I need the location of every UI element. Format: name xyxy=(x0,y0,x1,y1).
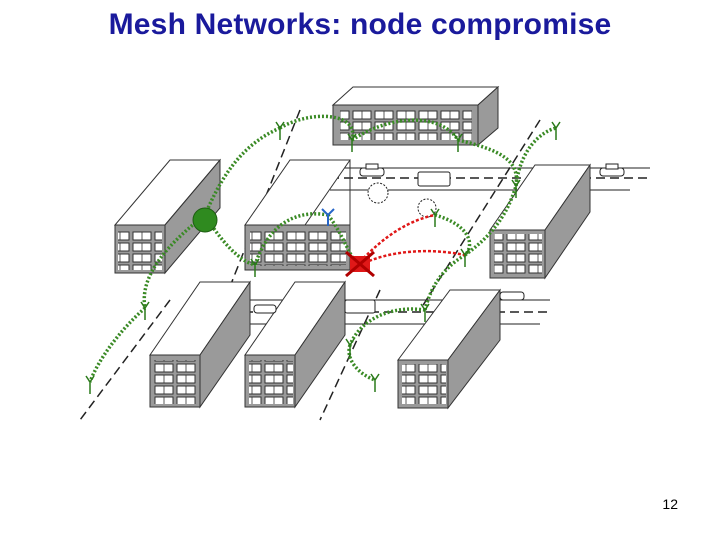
car-icon xyxy=(499,291,525,301)
gateway-node-icon xyxy=(192,207,218,233)
car-icon xyxy=(599,163,625,177)
antenna-node-icon xyxy=(85,121,561,394)
page-number: 12 xyxy=(662,496,678,512)
target-node-icon xyxy=(321,208,335,226)
building-bottom-left xyxy=(149,280,251,409)
slide-title: Mesh Networks: node compromise xyxy=(108,8,612,41)
van-icon xyxy=(417,171,451,187)
car-icon xyxy=(359,163,385,177)
building-center xyxy=(244,159,351,271)
building-left-top xyxy=(113,158,222,275)
building-right xyxy=(489,163,591,280)
tree-icon xyxy=(417,198,437,218)
building-top-center xyxy=(331,85,500,147)
compromised-links xyxy=(359,213,466,267)
car-icon xyxy=(253,304,277,314)
tree-icon xyxy=(367,182,389,204)
van-icon xyxy=(344,299,376,314)
compromised-node-icon xyxy=(345,250,375,278)
building-bottom-center xyxy=(244,280,346,409)
building-bottom-right xyxy=(397,288,501,410)
